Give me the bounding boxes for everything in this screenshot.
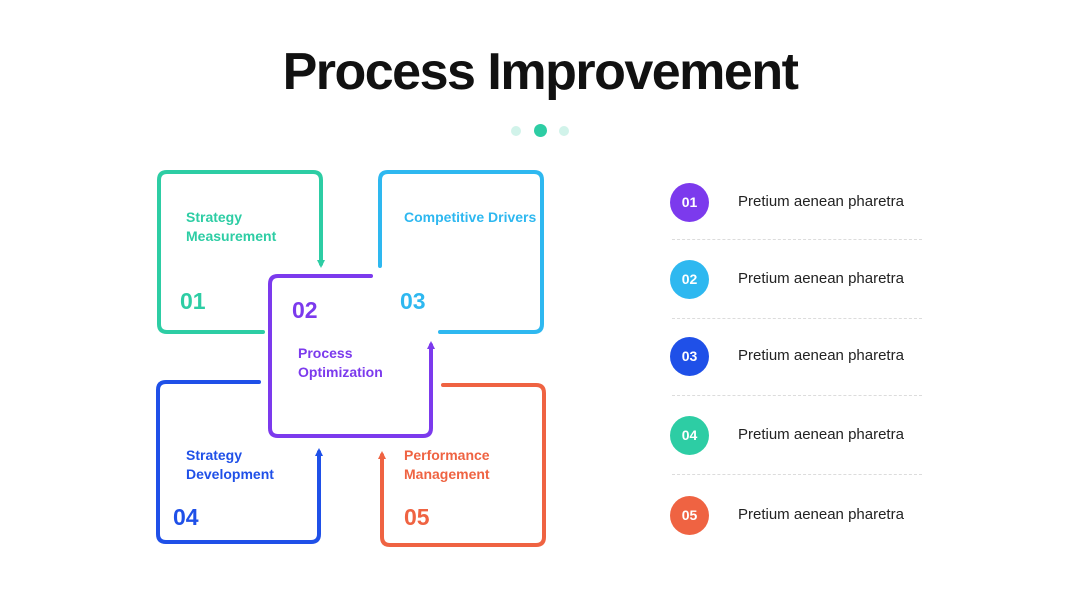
step-05-number: 05 [404,504,430,530]
box-02-outline [268,274,435,438]
separator [672,474,922,475]
list-item-text: Pretium aenean pharetra [738,270,904,287]
list-item-text: Pretium aenean pharetra [738,426,904,443]
step-01-label: Strategy Measurement [186,208,276,246]
page-title: Process Improvement [282,43,799,101]
step-01-label-line: Strategy Measurement [186,209,277,244]
step-01-number: 01 [180,288,206,314]
step-05-label: Performance Management [404,446,490,484]
dot-indicator [558,125,569,136]
step-04-label-line: Strategy Development [186,447,274,482]
list-item: 04 Pretium aenean pharetra [670,416,922,456]
box-03-outline [378,170,544,334]
list-item-text: Pretium aenean pharetra [738,347,904,364]
number-badge: 04 [670,416,709,455]
step-03-number: 03 [400,288,426,314]
separator [672,239,922,240]
step-02-label: Process Optimization [298,344,383,382]
number-badge: 02 [670,260,709,299]
list-item: 03 Pretium aenean pharetra [670,337,922,377]
list-item: 05 Pretium aenean pharetra [670,496,922,536]
dot-indicator [511,125,522,136]
box-04-outline [156,380,323,544]
list-item-text: Pretium aenean pharetra [738,193,904,210]
list-item-text: Pretium aenean pharetra [738,506,904,523]
list-item: 01 Pretium aenean pharetra [670,183,922,223]
separator [672,395,922,396]
step-02-label-line: Process Optimization [298,345,383,380]
step-02-number: 02 [292,297,318,323]
separator [672,318,922,319]
number-badge: 03 [670,337,709,376]
box-01-outline [157,170,325,334]
step-03-label: Competitive Drivers [404,209,537,225]
box-05-outline [378,383,546,547]
number-badge: 01 [670,183,709,222]
dot-indicator-active [533,124,547,138]
number-badge: 05 [670,496,709,535]
step-05-label-line: Performance Management [404,447,490,482]
pagination-dots [0,122,1080,140]
step-04-number: 04 [173,504,199,530]
step-04-label: Strategy Development [186,446,274,484]
list-item: 02 Pretium aenean pharetra [670,260,922,300]
